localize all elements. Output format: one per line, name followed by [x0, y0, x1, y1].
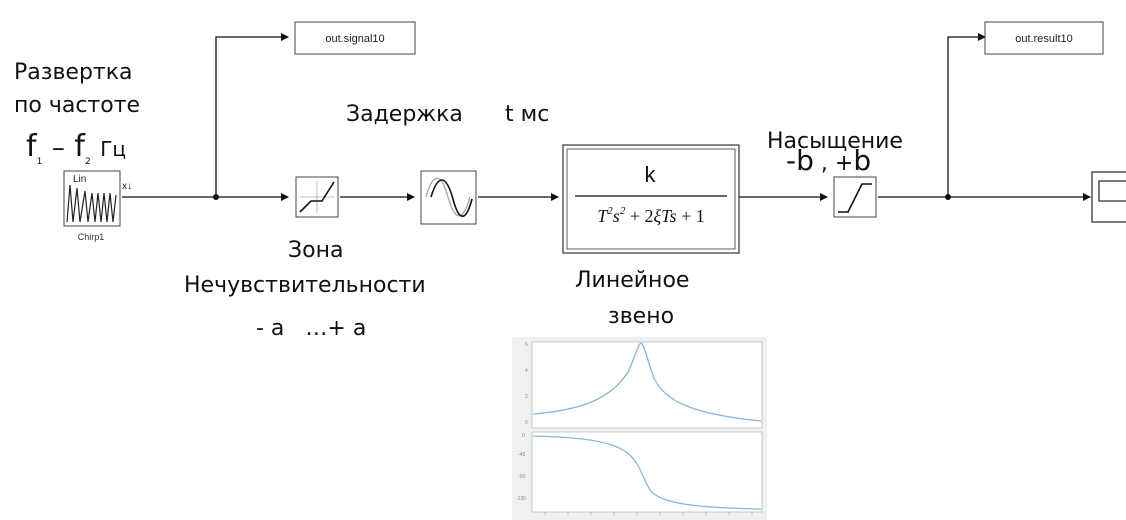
linear-label-line2: звено	[608, 304, 675, 329]
signal-lines	[122, 33, 1091, 201]
freq-to-sub: 2	[84, 157, 91, 167]
saturation-icon	[838, 183, 872, 213]
out-signal-block[interactable]: out.signal10	[294, 21, 416, 55]
saturation-block[interactable]	[833, 176, 877, 218]
delay-label: Задержка	[346, 102, 463, 127]
chirp-block-name: Chirp1	[78, 232, 105, 242]
bode-plot: 6 4 2 0 0 -45 -90 -135	[512, 337, 767, 520]
linear-label-line1: Линейное	[575, 268, 690, 293]
freq-dash: –	[51, 133, 65, 163]
svg-text:0: 0	[522, 433, 525, 439]
svg-text:-90: -90	[518, 474, 525, 480]
delay-block[interactable]	[420, 170, 477, 225]
dead-zone-label-line2: Нечувствительности	[184, 273, 426, 298]
out-signal-label: out.signal10	[325, 33, 384, 45]
magnitude-ticks: 6 4 2 0	[525, 342, 528, 426]
dead-zone-icon	[299, 181, 335, 213]
freq-range: f1 – f2 Гц	[26, 129, 127, 167]
freq-from: f	[26, 129, 37, 164]
tf-numerator: k	[645, 162, 657, 187]
out-result-block[interactable]: out.result10	[984, 21, 1104, 55]
delay-value: t мс	[505, 102, 550, 127]
x-ticks	[544, 512, 753, 515]
freq-to: f	[74, 129, 85, 164]
tf-denominator: T2s2 + 2ξTs + 1	[597, 205, 704, 226]
saturation-pos: b	[853, 144, 872, 177]
chirp-port-text: x↓	[122, 181, 132, 192]
magnitude-curve	[532, 342, 762, 422]
phase-plot	[531, 431, 763, 513]
branch-point	[213, 194, 219, 200]
freq-unit: Гц	[100, 137, 127, 161]
svg-text:0: 0	[525, 420, 528, 426]
sweep-title-line2: по частоте	[14, 93, 141, 118]
saturation-label: Насыщение	[767, 129, 903, 154]
out-result-label: out.result10	[1015, 33, 1072, 45]
delay-wave-icon	[425, 177, 471, 217]
saturation-sep: , +	[813, 151, 854, 176]
branch-point	[945, 194, 951, 200]
saturation-neg: -b	[786, 144, 814, 177]
freq-from-sub: 1	[36, 157, 43, 167]
phase-ticks: 0 -45 -90 -135	[516, 433, 526, 502]
dead-zone-label-line1: Зона	[288, 238, 344, 263]
phase-curve	[532, 435, 762, 510]
sweep-title-line1: Развертка	[14, 60, 133, 85]
transfer-function-block[interactable]: k T2s2 + 2ξTs + 1	[562, 144, 740, 254]
svg-text:-135: -135	[516, 496, 526, 502]
dead-zone-range: - a …+ a	[256, 316, 367, 341]
svg-text:2: 2	[525, 394, 528, 400]
chirp-wave-icon	[66, 184, 117, 223]
chirp-block[interactable]: Lin x↓ Chirp1	[63, 170, 132, 242]
svg-text:4: 4	[525, 368, 528, 374]
scope-block[interactable]	[1091, 171, 1126, 223]
svg-text:6: 6	[525, 342, 528, 348]
scope-icon	[1098, 180, 1126, 202]
dead-zone-block[interactable]	[295, 176, 339, 218]
saturation-range: -b , +b	[786, 147, 871, 175]
svg-text:-45: -45	[518, 452, 525, 458]
chirp-lin-text: Lin	[73, 174, 86, 185]
